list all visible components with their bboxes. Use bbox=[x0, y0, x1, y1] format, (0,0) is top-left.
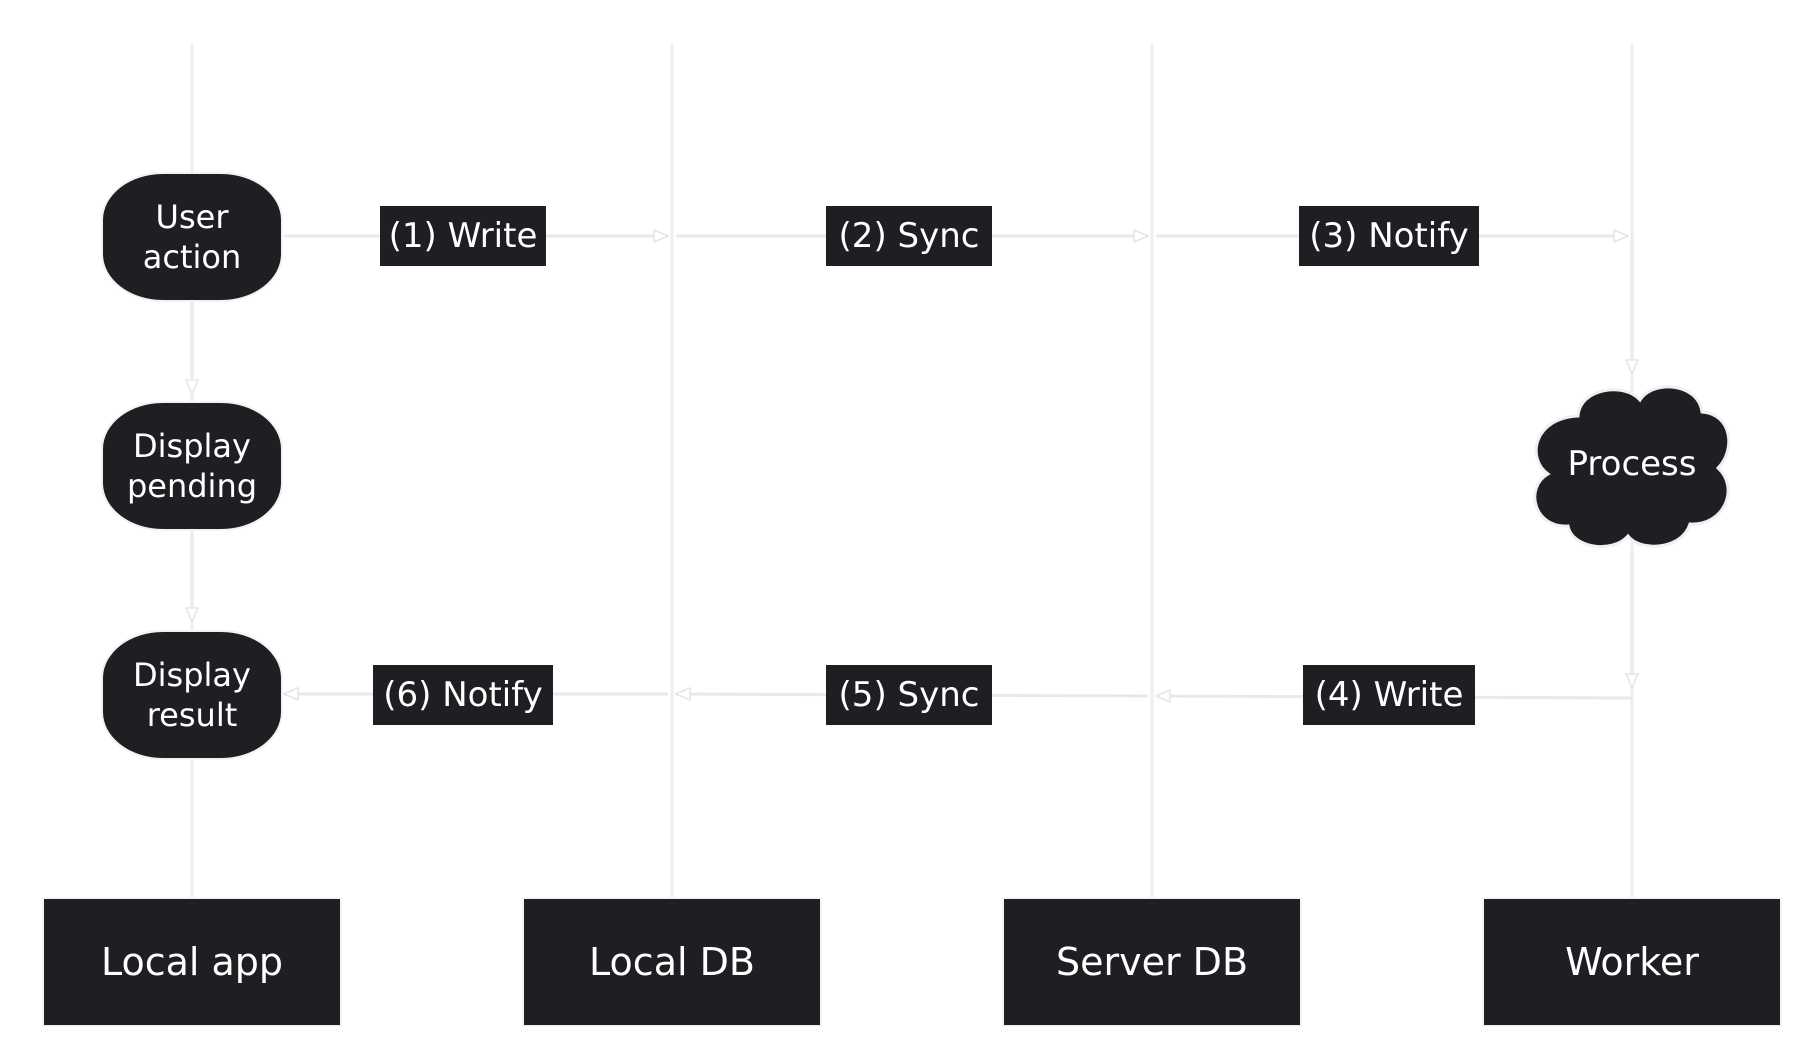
node-user-action-label: User action bbox=[142, 198, 242, 276]
node-display-pending: Display pending bbox=[103, 403, 281, 529]
node-display-result: Display result bbox=[103, 632, 281, 758]
cloud-shape bbox=[1533, 385, 1731, 549]
node-user-action: User action bbox=[103, 174, 281, 300]
edge-label-sync-5: (5) Sync bbox=[826, 665, 992, 725]
edge-label-write-4: (4) Write bbox=[1303, 665, 1475, 725]
node-display-result-label: Display result bbox=[133, 656, 251, 734]
edge-label-sync-2: (2) Sync bbox=[826, 206, 992, 266]
edge-label-write-1: (1) Write bbox=[380, 206, 546, 266]
node-process: Process bbox=[1528, 378, 1736, 550]
edge-label-notify-3: (3) Notify bbox=[1299, 206, 1479, 266]
lane-local-app: Local app bbox=[44, 899, 340, 1025]
lane-worker: Worker bbox=[1484, 899, 1780, 1025]
lane-local-db: Local DB bbox=[524, 899, 820, 1025]
node-display-pending-label: Display pending bbox=[126, 427, 258, 505]
lane-server-db: Server DB bbox=[1004, 899, 1300, 1025]
edge-label-notify-6: (6) Notify bbox=[373, 665, 553, 725]
node-process-label: Process bbox=[1567, 444, 1697, 484]
